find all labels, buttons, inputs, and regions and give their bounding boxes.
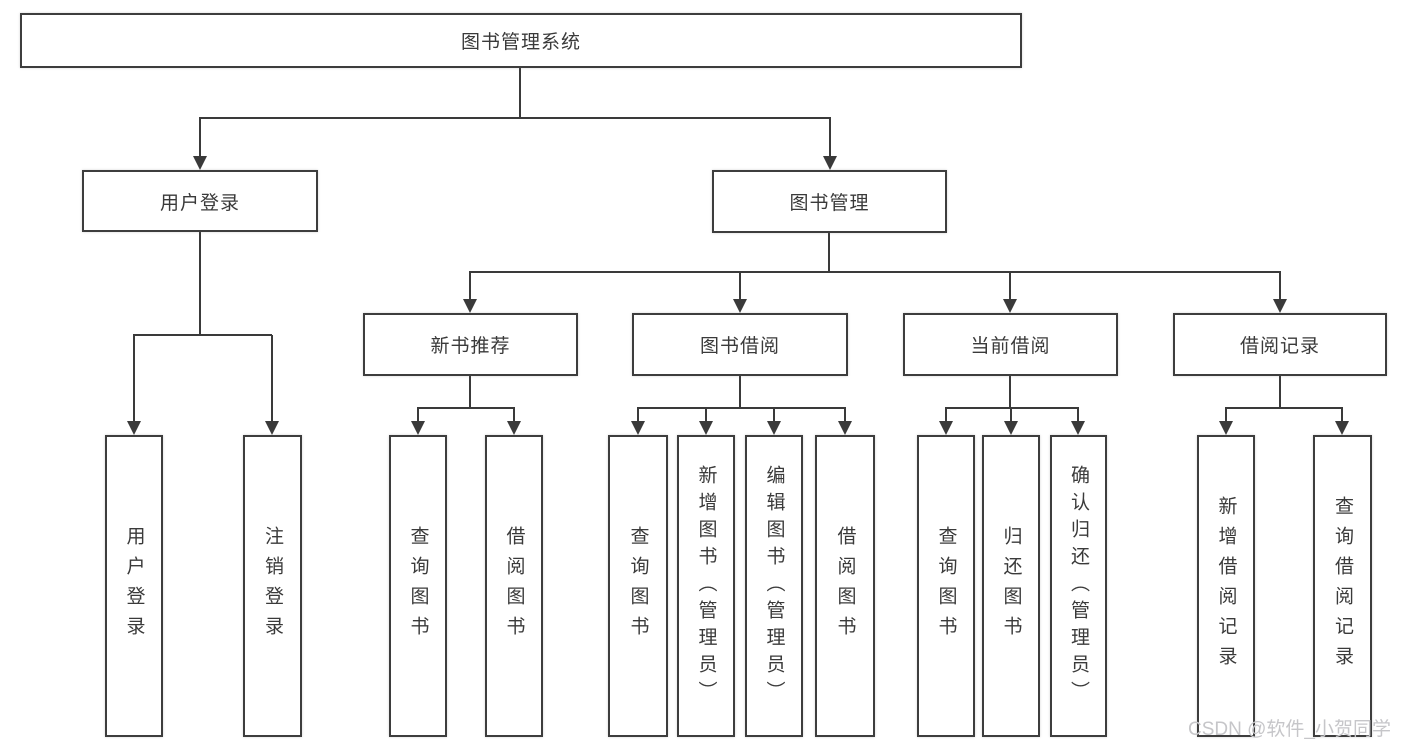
leaf-search-borrow-record-label: 查询借阅记录 [1332, 496, 1353, 676]
connector-book-mgmt [463, 233, 1287, 313]
node-new-book-rec-label: 新书推荐 [430, 336, 511, 357]
connector-borrow-record [1219, 376, 1349, 435]
node-book-borrow: 图书借阅 [632, 313, 848, 376]
node-borrow-record: 借阅记录 [1173, 313, 1387, 376]
leaf-logout-login: 注销登录 [243, 435, 302, 737]
node-book-mgmt: 图书管理 [712, 170, 947, 233]
node-user-login-label: 用户登录 [159, 192, 240, 214]
node-user-login: 用户登录 [82, 170, 318, 232]
leaf-user-login-label: 用户登录 [123, 526, 145, 646]
leaf-logout-login-label: 注销登录 [262, 526, 283, 646]
leaf-add-book-admin-label: 新增图书（管理员） [695, 464, 717, 708]
leaf-add-book-admin: 新增图书（管理员） [677, 435, 735, 737]
node-book-mgmt-label: 图书管理 [789, 193, 870, 214]
leaf-edit-book-admin-label: 编辑图书（管理员） [763, 464, 785, 708]
leaf-add-borrow-record: 新增借阅记录 [1197, 435, 1255, 737]
leaf-confirm-return-admin-label: 确认归还（管理员） [1068, 464, 1089, 708]
connector-book-borrow [631, 376, 852, 435]
leaf-add-borrow-record-label: 新增借阅记录 [1215, 496, 1237, 676]
node-root-label: 图书管理系统 [460, 32, 581, 53]
node-root: 图书管理系统 [20, 13, 1022, 68]
leaf-user-login: 用户登录 [105, 435, 163, 737]
connector-new-book-rec [411, 376, 521, 435]
node-current-borrow: 当前借阅 [903, 313, 1118, 376]
leaf-return-book-label: 归还图书 [1000, 526, 1022, 646]
leaf-newrec-search-book-label: 查询图书 [407, 526, 429, 646]
leaf-borrow-search-book: 查询图书 [608, 435, 668, 737]
leaf-current-search-book: 查询图书 [917, 435, 975, 737]
node-new-book-rec: 新书推荐 [363, 313, 578, 376]
leaf-current-search-book-label: 查询图书 [935, 526, 957, 646]
leaf-borrow-borrow-book: 借阅图书 [815, 435, 875, 737]
watermark-text: CSDN @软件_小贺同学 [1188, 719, 1391, 740]
node-book-borrow-label: 图书借阅 [699, 336, 780, 357]
connector-root [193, 68, 837, 170]
leaf-newrec-borrow-book-label: 借阅图书 [503, 526, 525, 646]
leaf-edit-book-admin: 编辑图书（管理员） [745, 435, 803, 737]
node-borrow-record-label: 借阅记录 [1239, 336, 1320, 357]
leaf-newrec-borrow-book: 借阅图书 [485, 435, 543, 737]
connector-current-borrow [939, 376, 1085, 435]
leaf-confirm-return-admin: 确认归还（管理员） [1050, 435, 1107, 737]
leaf-newrec-search-book: 查询图书 [389, 435, 447, 737]
node-current-borrow-label: 当前借阅 [970, 336, 1051, 357]
connector-user-login [127, 232, 279, 435]
leaf-return-book: 归还图书 [982, 435, 1040, 737]
leaf-search-borrow-record: 查询借阅记录 [1313, 435, 1372, 737]
leaf-borrow-borrow-book-label: 借阅图书 [834, 526, 856, 646]
leaf-borrow-search-book-label: 查询图书 [627, 526, 649, 646]
